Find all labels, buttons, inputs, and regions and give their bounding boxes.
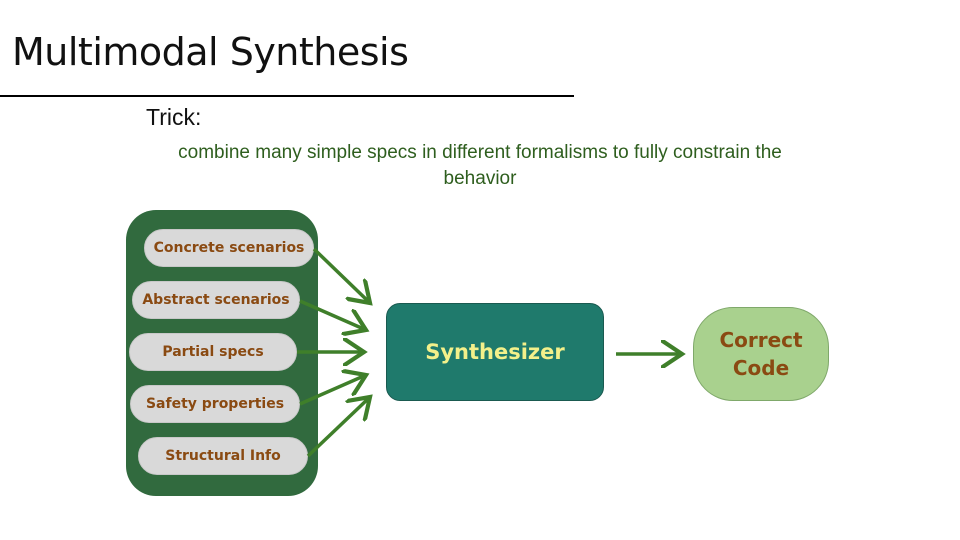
- title-divider: [0, 95, 574, 97]
- synthesizer-box: Synthesizer: [386, 303, 604, 401]
- slide-title: Multimodal Synthesis: [12, 30, 409, 74]
- trick-label: Trick:: [146, 104, 202, 130]
- input-abstract-scenarios: Abstract scenarios: [132, 281, 300, 319]
- input-partial-specs: Partial specs: [129, 333, 297, 371]
- arrow-safety-to-synth: [299, 375, 366, 406]
- output-line-2: Code: [732, 356, 790, 380]
- input-structural-info: Structural Info: [138, 437, 308, 475]
- input-concrete-scenarios: Concrete scenarios: [144, 229, 314, 267]
- output-line-1: Correct: [719, 328, 803, 352]
- arrow-abstract-to-synth: [299, 299, 366, 330]
- arrow-structural-to-synth: [306, 397, 370, 458]
- correct-code-box: Correct Code: [693, 307, 829, 401]
- arrow-concrete-to-synth: [312, 247, 370, 303]
- trick-text: combine many simple specs in different f…: [178, 142, 782, 189]
- input-safety-properties: Safety properties: [130, 385, 300, 423]
